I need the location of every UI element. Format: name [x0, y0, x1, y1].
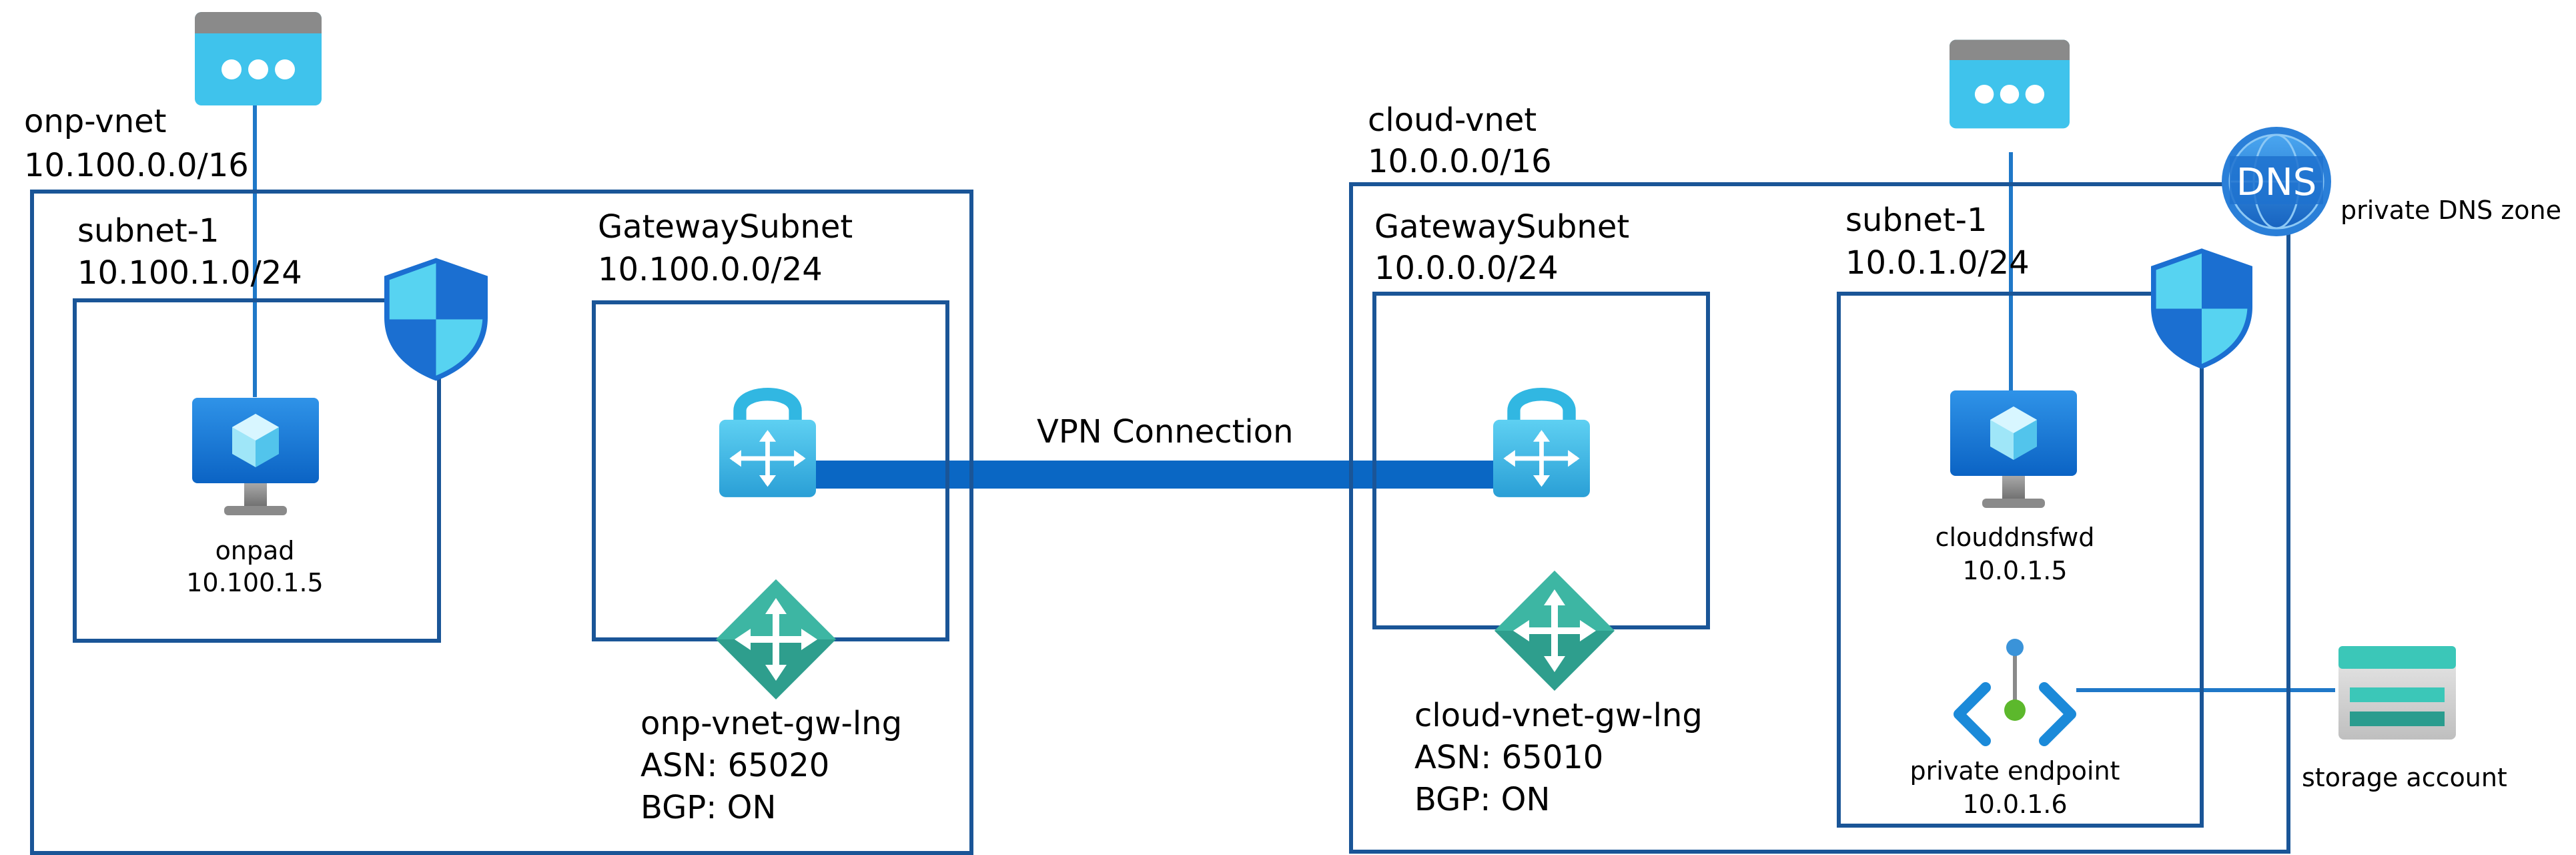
cloud-vnet-cidr: 10.0.0.0/16 — [1368, 143, 1552, 180]
vpn-connection-line — [809, 461, 1502, 489]
onprem-gateway-subnet-cidr: 10.100.0.0/24 — [598, 251, 823, 288]
storage-account-icon — [2338, 646, 2456, 740]
dns-badge: DNS — [2236, 161, 2317, 204]
onprem-client-browser-icon — [195, 12, 322, 105]
dns-zone-icon — [2222, 127, 2331, 236]
private-endpoint-name: private endpoint — [1910, 756, 2120, 786]
cloud-subnet-cidr: 10.0.1.0/24 — [1845, 244, 2030, 282]
onprem-vnet-name: onp-vnet — [24, 103, 166, 140]
cloud-lng-bgp: BGP: ON — [1414, 781, 1550, 818]
cloud-vpn-gateway-lock-icon — [1493, 394, 1590, 497]
cloud-gateway-subnet-name: GatewaySubnet — [1374, 208, 1629, 246]
storage-account-label: storage account — [2302, 763, 2507, 792]
onprem-subnet-name: subnet-1 — [77, 212, 220, 250]
cloud-client-browser-icon — [1950, 39, 2070, 129]
clouddnsfwd-vm-ip: 10.0.1.5 — [1962, 556, 2067, 585]
onprem-lng-name: onp-vnet-gw-lng — [640, 705, 902, 742]
onprem-gateway-subnet-name: GatewaySubnet — [598, 208, 853, 246]
onprem-lng-asn: ASN: 65020 — [640, 747, 829, 784]
cloud-lng-asn: ASN: 65010 — [1414, 739, 1603, 776]
onprem-local-gateway-icon — [716, 579, 836, 699]
onprem-vnet-cidr: 10.100.0.0/16 — [24, 147, 249, 184]
cloud-subnet-box — [1837, 292, 2204, 828]
cloud-subnet-name: subnet-1 — [1845, 202, 1988, 239]
dns-zone-label: private DNS zone — [2340, 196, 2561, 225]
cloud-gateway-subnet-cidr: 10.0.0.0/24 — [1374, 250, 1559, 287]
private-endpoint-icon — [1954, 639, 2076, 746]
onprem-subnet-cidr: 10.100.1.0/24 — [77, 254, 302, 292]
vpn-connection-label: VPN Connection — [1037, 413, 1294, 451]
onprem-subnet-box — [73, 298, 441, 643]
cloud-vnet-name: cloud-vnet — [1368, 101, 1537, 139]
cloud-nsg-shield-icon — [2151, 248, 2252, 369]
clouddnsfwd-vm-name: clouddnsfwd — [1936, 523, 2095, 552]
onprem-vnet-box — [30, 190, 973, 855]
clouddnsfwd-vm-icon — [1950, 390, 2077, 508]
onpad-vm-name: onpad — [216, 536, 295, 565]
onpad-vm-ip: 10.100.1.5 — [186, 568, 323, 597]
cloud-vnet-box — [1349, 182, 2290, 854]
onprem-nsg-shield-icon — [384, 258, 488, 381]
onpad-vm-icon — [192, 398, 319, 515]
cloud-local-gateway-icon — [1494, 571, 1615, 691]
private-endpoint-ip: 10.0.1.6 — [1962, 790, 2067, 819]
onprem-lng-bgp: BGP: ON — [640, 789, 776, 826]
cloud-lng-name: cloud-vnet-gw-lng — [1414, 697, 1703, 734]
onprem-vpn-gateway-lock-icon — [719, 394, 816, 497]
